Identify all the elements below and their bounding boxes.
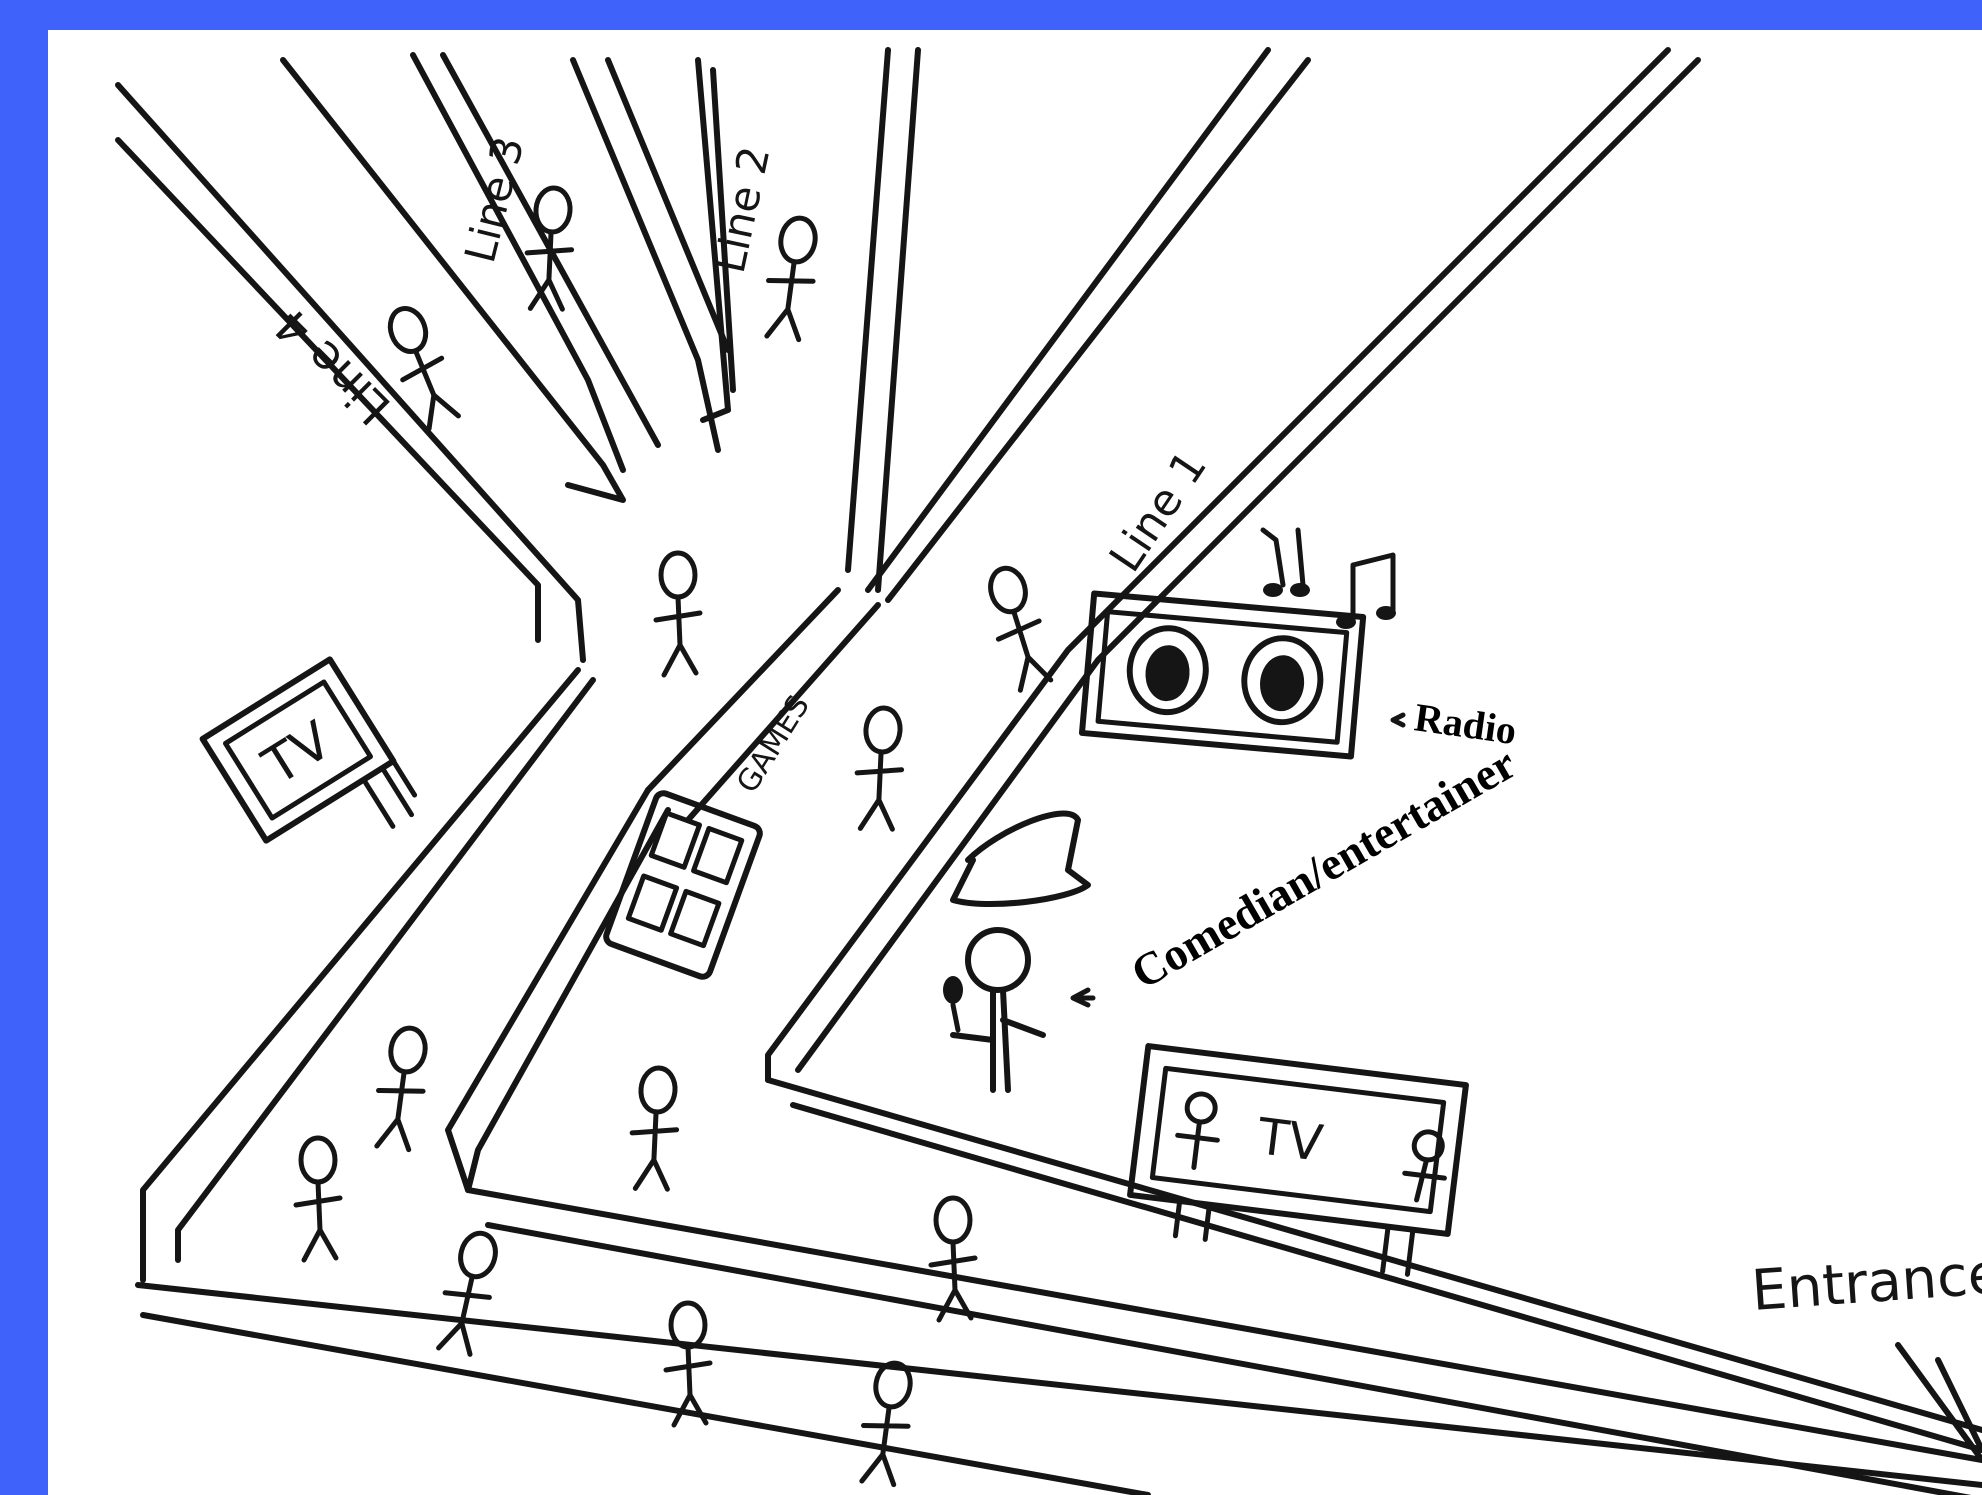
- line1-wall-b: [888, 60, 1308, 600]
- microphone-icon: [943, 976, 963, 1004]
- center-pillar-left: [848, 50, 888, 570]
- line4-label: Line 4: [264, 298, 401, 435]
- stick-figure-icon: [666, 1303, 710, 1425]
- drawing-canvas: Line 4 Line 3 Line 2 Line 1 GAMES Entran…: [48, 30, 1982, 1495]
- stick-figure-icon: [627, 1066, 681, 1191]
- lane-labels: Line 4 Line 3 Line 2 Line 1 GAMES Entran…: [264, 132, 1982, 1324]
- entrance-arrow: [1898, 1345, 1982, 1460]
- tv-icon-right: TV: [1125, 1046, 1466, 1279]
- stick-figure-icon: [931, 1198, 975, 1320]
- stick-figure-icon: [852, 706, 906, 831]
- stick-figures: [296, 186, 1055, 1487]
- tv-right-label: TV: [1254, 1107, 1326, 1173]
- tv-icon-left: TV: [203, 659, 423, 887]
- comedian-figure: [943, 814, 1088, 1090]
- games-label: GAMES: [730, 689, 817, 799]
- stick-figure-icon: [296, 1138, 340, 1260]
- radio-arrow: [1393, 715, 1403, 725]
- radio-label: Radio: [1412, 694, 1520, 753]
- entrance-label: Entrance: [1749, 1242, 1982, 1324]
- stick-figure-icon: [656, 553, 700, 675]
- stick-figure-icon: [854, 1360, 919, 1488]
- comedian-arrow: [1073, 990, 1093, 1005]
- stick-figure-icon: [369, 1025, 434, 1153]
- floor-stripe-1: [138, 1285, 1982, 1485]
- stick-figure-icon: [981, 563, 1055, 692]
- stick-figure-icon: [431, 1228, 505, 1357]
- stick-figure-icon: [380, 302, 463, 432]
- mid-corridor-outer: [448, 790, 648, 1190]
- hand-drawn-queue-map: Line 4 Line 3 Line 2 Line 1 GAMES Entran…: [48, 30, 1982, 1495]
- comedian-label: Comedian/entertainer: [1123, 737, 1525, 998]
- stick-figure-icon: [759, 215, 824, 343]
- radio-speaker-icon: [1082, 593, 1363, 756]
- stick-figure-icon: [522, 186, 576, 311]
